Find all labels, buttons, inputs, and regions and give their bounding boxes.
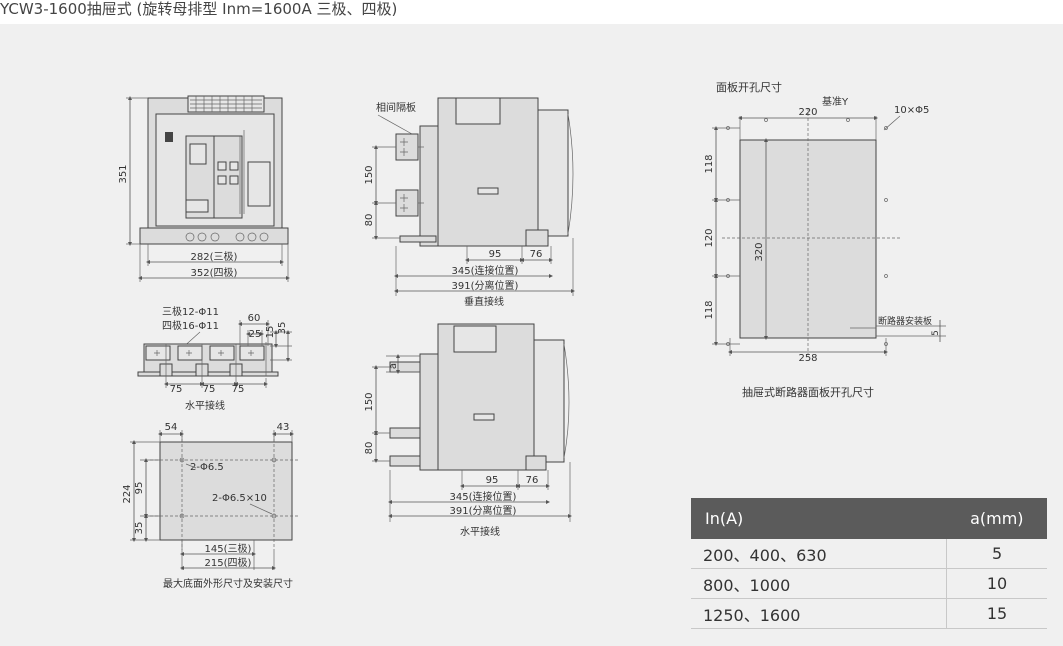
terminal-holes-3p: 三极12-Φ11: [162, 305, 219, 318]
horizontal-d80: 80: [364, 442, 375, 455]
vertical-d95: 95: [489, 249, 502, 260]
base-caption: 最大底面外形尺寸及安装尺寸: [163, 577, 293, 590]
cutout-d220: 220: [798, 107, 817, 118]
table-header-row: In(A) a(mm): [691, 498, 1047, 539]
terminal-d35: 35: [277, 322, 288, 335]
horizontal-connection-view: a 150 80 95 76 345(连接位置) 391(分离位置) 水平接线: [364, 323, 572, 538]
table-cell-a: 10: [946, 568, 1047, 599]
terminal-d25: 25: [249, 329, 262, 340]
table-header-a: a(mm): [946, 498, 1047, 539]
cutout-d120: 120: [704, 228, 715, 247]
cutout-d118-top: 118: [704, 154, 715, 173]
base-d35: 35: [134, 522, 145, 535]
drawing-panel: 351 282(三极) 352(四极) 相间隔板 150 80 95 76: [0, 24, 1063, 646]
technical-drawing: 351 282(三极) 352(四极) 相间隔板 150 80 95 76: [118, 80, 946, 590]
rating-spec-table: In(A) a(mm) 200、400、630 5 800、1000 10 12…: [691, 498, 1047, 629]
base-w-3p: 145(三极): [205, 542, 252, 555]
vertical-caption: 垂直接线: [464, 295, 504, 308]
front-height-label: 351: [118, 164, 129, 183]
vertical-d80: 80: [364, 214, 375, 227]
cutout-caption: 抽屉式断路器面板开孔尺寸: [742, 385, 874, 399]
front-width-3p: 282(三极): [191, 250, 238, 263]
terminal-d15: 15: [265, 326, 276, 339]
cutout-datum: 基准Y: [822, 95, 849, 108]
vertical-d76: 76: [530, 249, 543, 260]
vertical-connected: 345(连接位置): [452, 264, 519, 277]
cutout-plate: 断路器安装板: [878, 315, 932, 327]
front-view: 351 282(三极) 352(四极): [118, 95, 290, 282]
horizontal-connected: 345(连接位置): [450, 490, 517, 503]
terminal-pitch-3: 75: [232, 384, 245, 395]
horizontal-isolated: 391(分离位置): [450, 504, 517, 517]
front-width-4p: 352(四极): [191, 266, 238, 279]
table-header-in: In(A): [691, 498, 947, 539]
page-title: YCW3-1600抽屉式 (旋转母排型 Inm=1600A 三极、四极): [0, 0, 398, 18]
partition-label: 相间隔板: [376, 101, 416, 114]
base-d54: 54: [165, 422, 178, 433]
base-d43: 43: [277, 422, 290, 433]
cutout-holes: 10×Φ5: [894, 105, 929, 116]
base-hole1: 2-Φ6.5: [190, 462, 224, 473]
base-hole2: 2-Φ6.5×10: [212, 493, 267, 504]
terminal-pitch-1: 75: [170, 384, 183, 395]
horizontal-d76: 76: [526, 475, 539, 486]
terminal-d60: 60: [248, 313, 261, 324]
base-d224: 224: [122, 484, 133, 503]
panel-cutout-view: 面板开孔尺寸 220 基准Y 10×Φ5 118 120 118 320 258…: [704, 80, 946, 399]
table-cell-a: 15: [946, 598, 1047, 629]
table-cell-in: 200、400、630: [691, 539, 947, 569]
table-cell-in: 800、1000: [691, 568, 947, 599]
vertical-d150: 150: [364, 165, 375, 184]
horizontal-a-mark: a: [388, 363, 399, 369]
base-d95: 95: [134, 482, 145, 495]
table-row: 1250、1600 15: [691, 598, 1047, 629]
table-row: 800、1000 10: [691, 568, 1047, 599]
cutout-d118-bottom: 118: [704, 300, 715, 319]
horizontal-caption: 水平接线: [460, 525, 500, 538]
table-cell-a: 5: [946, 539, 1047, 569]
vertical-isolated: 391(分离位置): [452, 279, 519, 292]
base-mounting-view: 54 43 224 95 35 2-Φ6.5 2-Φ6.5×10 145(三极)…: [122, 422, 300, 590]
cutout-label: 面板开孔尺寸: [716, 80, 782, 94]
horizontal-d95: 95: [486, 475, 499, 486]
cutout-d320: 320: [754, 242, 765, 261]
cutout-d5: 5: [931, 330, 941, 336]
terminal-pitch-2: 75: [203, 384, 216, 395]
terminal-detail-view: 三极12-Φ11 四极16-Φ11 75 75 75 60 25 15 35 水…: [137, 305, 292, 412]
terminal-holes-4p: 四极16-Φ11: [162, 319, 219, 332]
terminal-caption: 水平接线: [185, 399, 225, 412]
cutout-d258: 258: [798, 353, 817, 364]
base-w-4p: 215(四极): [205, 556, 252, 569]
vertical-connection-view: 相间隔板 150 80 95 76 345(连接位置) 391(分离位置) 垂直…: [364, 97, 575, 308]
table-row: 200、400、630 5: [691, 539, 1047, 569]
horizontal-d150: 150: [364, 392, 375, 411]
table-cell-in: 1250、1600: [691, 598, 947, 629]
